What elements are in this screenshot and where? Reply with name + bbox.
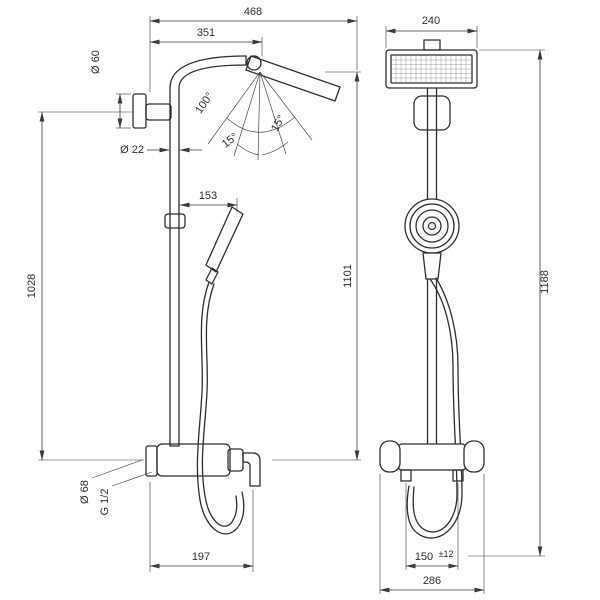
dim-connection-thread: G 1/2 (99, 471, 153, 516)
handshower-holder-front (422, 252, 442, 280)
dim-label-valve-width: 286 (423, 575, 441, 587)
spray-angle-construction: 100° 15° 15° (193, 71, 313, 161)
handshower-holder (164, 213, 186, 229)
dim-head-width: 240 (385, 15, 478, 48)
dim-label-connection-tolerance: ±12 (439, 549, 454, 559)
dim-label-head-to-valve-height: 1101 (342, 264, 354, 288)
dim-spout-escutcheon: Ø 68 (79, 459, 143, 504)
leader-line (91, 459, 143, 479)
dim-wall-mount-height: 1028 (26, 111, 144, 461)
dim-label-pipe-diameter: Ø 22 (120, 144, 144, 156)
spray-fan-lines (207, 71, 313, 161)
volume-knob (463, 440, 485, 473)
handshower-nipple (205, 267, 219, 285)
dim-handshower-reach: 153 (179, 190, 238, 212)
dim-arm-reach: 351 (149, 27, 263, 56)
dim-label-head-width: 240 (422, 15, 440, 27)
dim-label-spray-angle: 100° (193, 91, 216, 117)
head-ball-joint (246, 55, 262, 71)
dim-escutcheon-diameter: Ø 60 (90, 50, 131, 129)
valve-escutcheon-side (145, 445, 158, 477)
shower-hose-outline (201, 283, 238, 527)
side-view: 100° 15° 15° 468 351 Ø 60 Ø 22 (26, 6, 361, 572)
riser-pipe-outline (178, 64, 247, 447)
dim-connection-spacing: 150 ±12 (405, 483, 459, 570)
dim-label-spout-escutcheon: Ø 68 (79, 480, 91, 504)
dim-head-to-valve-height: 1101 (272, 71, 361, 461)
wall-bracket-arm (145, 103, 172, 121)
handshower-side (205, 206, 244, 273)
dim-pipe-diameter: Ø 22 (120, 144, 202, 156)
dim-label-connection-spacing: 150 (415, 551, 433, 563)
leader-line (111, 471, 153, 487)
dim-label-total-reach: 468 (244, 6, 262, 18)
shower-hose-front (412, 278, 458, 533)
spray-angle-arc (226, 116, 296, 133)
front-view-linework (379, 39, 485, 539)
dim-label-overall-height: 1188 (539, 270, 551, 294)
wall-bracket-front (413, 95, 451, 131)
dim-spout-reach: 197 (149, 482, 254, 572)
shower-hose-outline (196, 281, 245, 535)
dim-label-escutcheon-diameter: Ø 60 (90, 50, 102, 74)
spray-face (390, 54, 473, 84)
dim-overall-height: 1188 (468, 49, 551, 557)
temperature-knob (379, 440, 401, 473)
connection-stub (400, 469, 412, 482)
handshower-ring (422, 216, 442, 236)
dim-label-spout-reach: 197 (192, 551, 210, 563)
thermostat-body-front (397, 443, 467, 471)
shower-hose-front (406, 277, 463, 539)
front-view: 240 1188 150 ±12 286 (379, 15, 551, 594)
connection-stub (452, 469, 464, 482)
dim-total-reach: 468 (149, 6, 358, 92)
head-connector (423, 39, 441, 51)
dim-label-wall-mount-height: 1028 (26, 274, 38, 298)
handshower-center (427, 221, 437, 231)
handshower-face (404, 198, 460, 254)
side-view-linework (132, 55, 341, 535)
spray-face-grid (392, 59, 471, 79)
dim-label-tilt-left: 15° (220, 131, 241, 151)
wall-plate (132, 93, 147, 129)
tilt-angle-arc (261, 141, 289, 156)
dim-label-handshower-reach: 153 (199, 190, 217, 202)
dim-valve-width: 286 (379, 474, 485, 594)
tub-spout (242, 452, 261, 487)
handshower-ring (415, 209, 449, 243)
dim-label-connection-thread: G 1/2 (99, 489, 111, 516)
handshower-ring (409, 203, 455, 249)
dim-label-arm-reach: 351 (197, 27, 215, 39)
riser-pipe-outline (169, 55, 247, 447)
overhead-shower-side (245, 55, 341, 102)
thermostat-body-side (156, 443, 231, 477)
tilt-angle-arc (236, 143, 260, 156)
